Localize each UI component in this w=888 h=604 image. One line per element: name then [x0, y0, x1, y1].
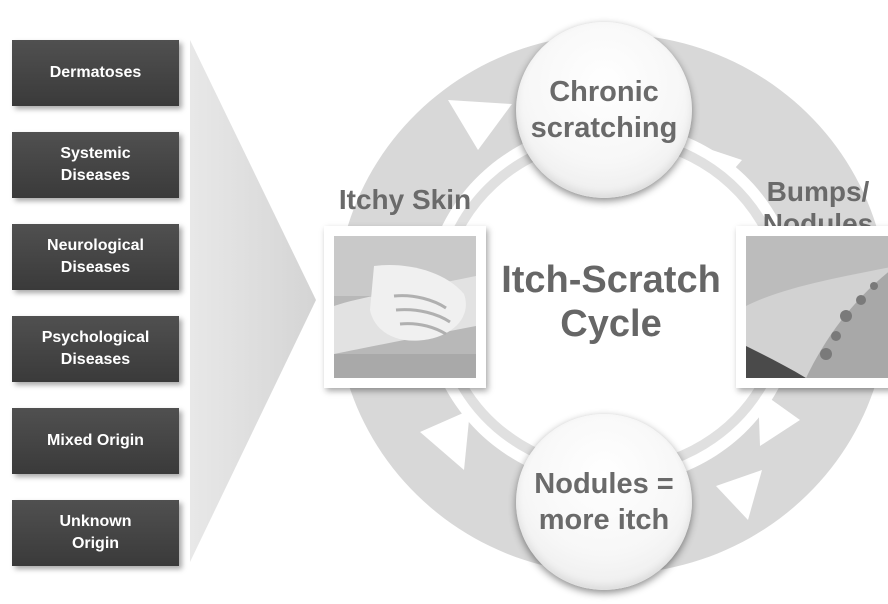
ring-arrowhead-bottom-left: [420, 410, 470, 470]
cause-box-mixed-origin: Mixed Origin: [12, 408, 179, 474]
stage-label-itchy-skin: Itchy Skin: [338, 184, 472, 215]
photo-bumps-nodules: [736, 226, 888, 388]
cause-box-dermatoses: Dermatoses: [12, 40, 179, 106]
ring-arrowhead-top-left: [448, 100, 512, 150]
funnel-arrow: [190, 40, 316, 562]
circle-chronic-scratching: Chronic scratching: [516, 22, 692, 198]
scratching-hand-image: [334, 236, 476, 378]
photo-itchy-skin: [324, 226, 486, 388]
nodules-arm-image: [746, 236, 888, 378]
cause-box-unknown-origin: Unknown Origin: [12, 500, 179, 566]
cause-box-systemic-diseases: Systemic Diseases: [12, 132, 179, 198]
cause-box-psychological-diseases: Psychological Diseases: [12, 316, 179, 382]
cause-box-neurological-diseases: Neurological Diseases: [12, 224, 179, 290]
ring-arrowhead-right: [758, 390, 800, 446]
ring-arrows: [420, 100, 800, 520]
ring-arrowhead-top-right: [700, 146, 742, 190]
circle-nodules-more-itch: Nodules = more itch: [516, 414, 692, 590]
cycle-title: Itch-Scratch Cycle: [501, 259, 721, 345]
cycle-ring: [336, 34, 888, 574]
ring-arrowhead-bottom-right: [716, 470, 762, 520]
